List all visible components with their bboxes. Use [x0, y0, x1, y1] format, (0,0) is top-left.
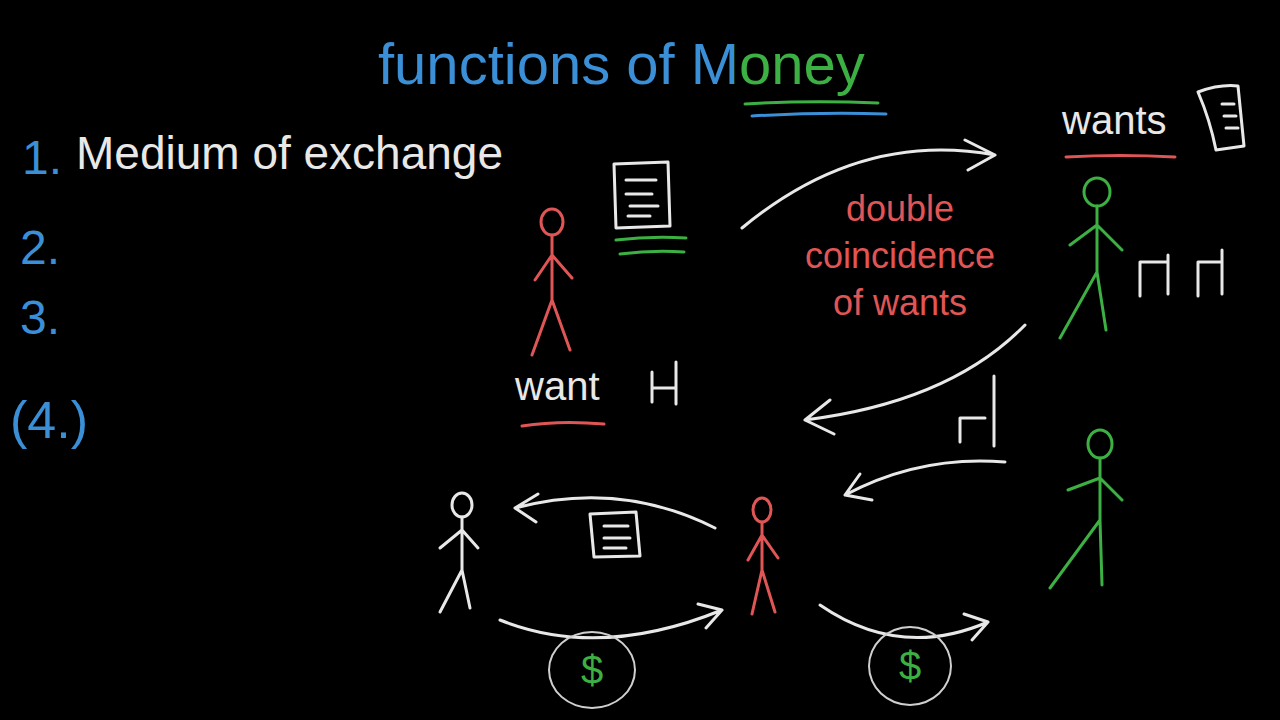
underline [745, 102, 878, 104]
arrow [805, 325, 1025, 434]
list-number: (4.) [10, 392, 88, 449]
list-number: 2. [20, 222, 60, 275]
underline [1066, 156, 1175, 158]
list-number: 3. [20, 292, 60, 345]
chair-icon [652, 362, 676, 404]
dollar-sign: $ [899, 646, 921, 686]
underline [616, 237, 686, 254]
function-text: Medium of exchange [76, 128, 503, 179]
stick-figure [532, 209, 572, 355]
money-circle: $ [548, 631, 636, 709]
want-label: want [515, 364, 600, 408]
want-label: wants [1062, 98, 1167, 142]
money-circle: $ [868, 626, 952, 706]
document-icon [590, 512, 640, 557]
arrow [515, 494, 715, 528]
list-number: 1. [22, 132, 62, 185]
title: functions of Money [378, 32, 865, 96]
stick-figure [1060, 178, 1122, 338]
stick-figure [748, 498, 778, 614]
document-icon [614, 162, 670, 228]
stick-figure [440, 493, 478, 612]
concept-note: double coincidence of wants [790, 186, 1010, 326]
dollar-sign: $ [581, 650, 603, 690]
stick-figure [1050, 430, 1122, 588]
arrow [500, 604, 722, 638]
arrow [820, 605, 988, 640]
chair-icon [960, 376, 994, 446]
underline [522, 422, 604, 426]
document-icon [1198, 86, 1244, 150]
underline [752, 113, 886, 116]
chair-icon [1140, 250, 1222, 296]
arrow [845, 461, 1005, 500]
